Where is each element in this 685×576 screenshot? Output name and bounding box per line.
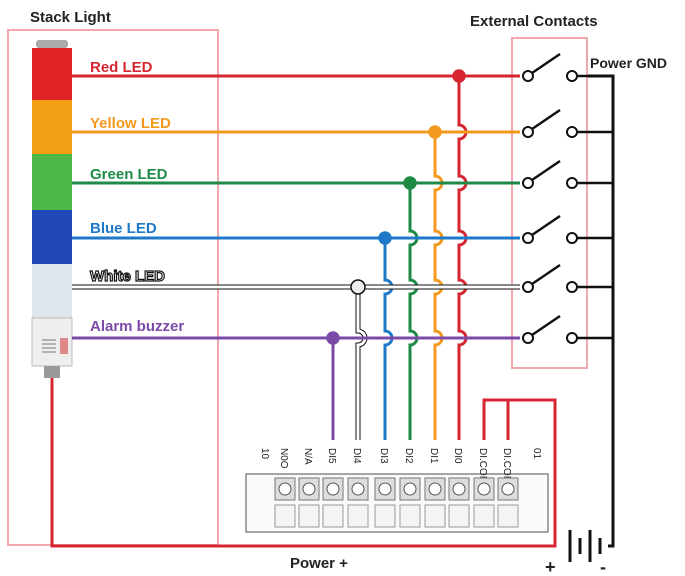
- switch-contact: [522, 314, 613, 344]
- label-yellow-led: Yellow LED: [90, 115, 171, 132]
- power-plus-wire: [50, 378, 557, 548]
- terminal-screw: [452, 482, 466, 496]
- power-plus-label: Power +: [290, 555, 348, 572]
- stack-yellow-segment: [32, 100, 72, 154]
- pin-label: DI.COM: [477, 448, 488, 484]
- label-green-led: Green LED: [90, 166, 168, 183]
- buzzer-grille: [42, 339, 56, 353]
- pin-label: DI0: [452, 448, 463, 464]
- pin-label: DI1: [428, 448, 439, 464]
- stack-light-tower: [31, 40, 73, 378]
- terminal-screw: [351, 482, 365, 496]
- stack-blue-segment: [32, 210, 72, 264]
- pin-label: DI4: [351, 448, 362, 464]
- drop-di2: [408, 183, 419, 440]
- pin-label: N/A: [302, 448, 313, 465]
- label-alarm-buzzer: Alarm buzzer: [90, 318, 184, 335]
- terminal-opening: [424, 504, 446, 528]
- battery-symbol: [568, 530, 602, 562]
- terminal-screw: [403, 482, 417, 496]
- junction-dot: [428, 125, 442, 139]
- terminal-screw: [278, 482, 292, 496]
- pin-label: DI.COM: [501, 448, 512, 484]
- terminal-opening: [322, 504, 344, 528]
- stack-white-segment: [32, 264, 72, 318]
- di-com-wire-a: [482, 398, 557, 526]
- label-white-led: White LED: [90, 268, 165, 285]
- pin-label: DI3: [378, 448, 389, 464]
- stack-green-segment: [32, 154, 72, 210]
- stack-light-cap: [36, 40, 68, 48]
- signal-wires: [72, 52, 613, 440]
- switch-contact: [522, 263, 613, 293]
- label-blue-led: Blue LED: [90, 220, 157, 237]
- battery-minus-sign: -: [600, 557, 606, 576]
- terminal-screw: [326, 482, 340, 496]
- drop-di1: [433, 132, 444, 440]
- junction-dot: [326, 331, 340, 345]
- terminal-screw: [501, 482, 515, 496]
- label-red-led: Red LED: [90, 59, 153, 76]
- terminal-opening: [374, 504, 396, 528]
- drop-di3: [383, 238, 394, 440]
- terminal-opening: [473, 504, 495, 528]
- terminal-opening: [448, 504, 470, 528]
- terminal-opening: [347, 504, 369, 528]
- terminal-screw: [378, 482, 392, 496]
- power-wiring: [50, 74, 615, 548]
- power-gnd-wire: [588, 74, 615, 548]
- power-gnd-label: Power GND: [590, 55, 667, 71]
- switch-contact: [522, 159, 613, 189]
- terminal-opening: [399, 504, 421, 528]
- drop-di4: [356, 287, 367, 440]
- terminal-screw: [428, 482, 442, 496]
- junction-dot: [403, 176, 417, 190]
- pin-label: DI5: [326, 448, 337, 464]
- external-contacts-title: External Contacts: [470, 13, 598, 30]
- switch-contact: [522, 52, 613, 82]
- battery-plus-sign: +: [545, 557, 556, 576]
- terminal-opening: [497, 504, 519, 528]
- buzzer-indicator: [60, 338, 68, 354]
- junction-dot: [350, 279, 366, 295]
- pin-label: DI2: [403, 448, 414, 464]
- terminal-connector: 10 01 N0O N/A DI5 DI4 DI3 DI2 DI1 DI0 DI.COM DI.C…: [245, 448, 549, 533]
- external-contacts-frame: [511, 37, 588, 369]
- terminal-opening: [274, 504, 296, 528]
- stack-light-foot: [44, 366, 60, 378]
- terminal-opening: [298, 504, 320, 528]
- terminal-screw: [302, 482, 316, 496]
- terminal-screw: [477, 482, 491, 496]
- signal-labels: Red LED Yellow LED Green LED Blue LED White …: [89, 59, 184, 335]
- stack-red-segment: [32, 48, 72, 100]
- junction-dot: [452, 69, 466, 83]
- switch-contact: [522, 108, 613, 138]
- stack-light-title: Stack Light: [30, 9, 111, 26]
- junction-dot: [378, 231, 392, 245]
- connector-left-number: 10: [259, 448, 270, 460]
- switch-contact: [522, 214, 613, 244]
- pin-label: N0O: [278, 448, 289, 469]
- connector-right-number: 01: [531, 448, 542, 460]
